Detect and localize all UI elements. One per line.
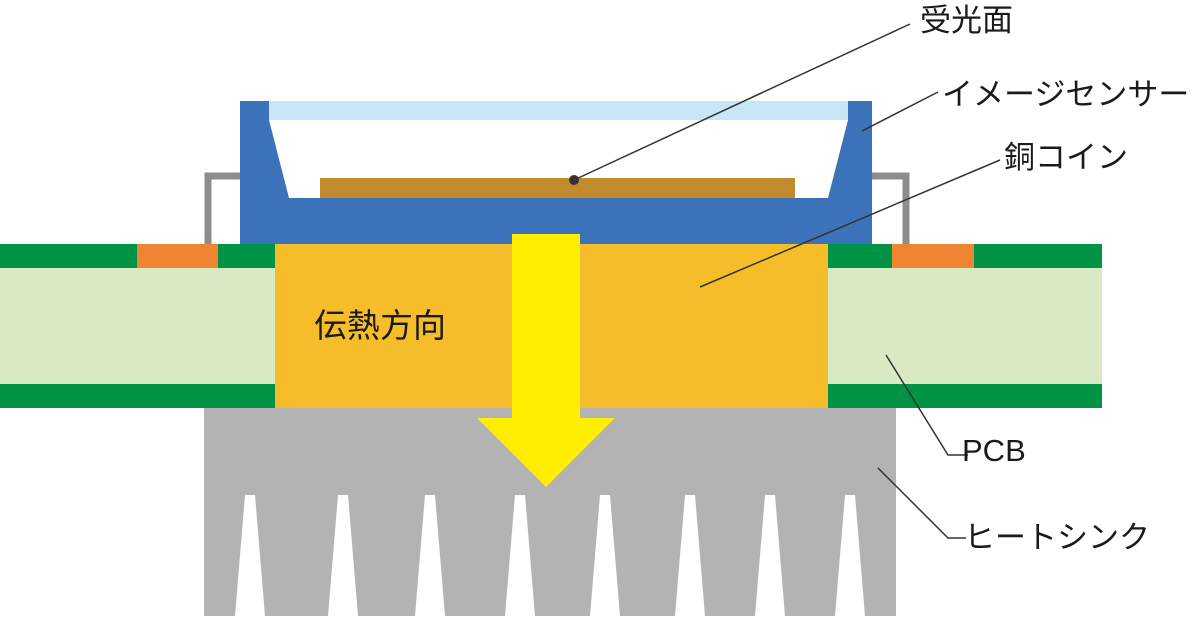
heat-sink (204, 408, 896, 616)
label-copper-coin: 銅コイン (1004, 140, 1128, 176)
arrow-down-icon (477, 234, 615, 487)
label-image-sensor: イメージセンサー (942, 77, 1190, 113)
leader-pcb (885, 354, 968, 456)
leader-light-receiving-surface (573, 23, 911, 181)
label-light-receiving-surface: 受光面 (920, 3, 1013, 39)
leader-heat-sink (877, 467, 966, 539)
label-pcb: PCB (962, 433, 1026, 468)
label-heat-direction: 伝熱方向 (314, 306, 446, 345)
light-receiving-surface-dot (569, 175, 579, 185)
image-sensor-package (240, 101, 872, 244)
solder-pad-left (137, 244, 218, 268)
lead-frame-left (204, 172, 240, 244)
leader-lines (573, 23, 1001, 539)
label-heat-sink: ヒートシンク (964, 520, 1150, 556)
solder-pad-right (892, 244, 974, 268)
leader-copper-coin (699, 159, 1001, 288)
leader-image-sensor (861, 91, 939, 132)
glass-cover (269, 101, 848, 120)
sensor-die (320, 178, 795, 198)
lead-frame-right (872, 172, 910, 244)
